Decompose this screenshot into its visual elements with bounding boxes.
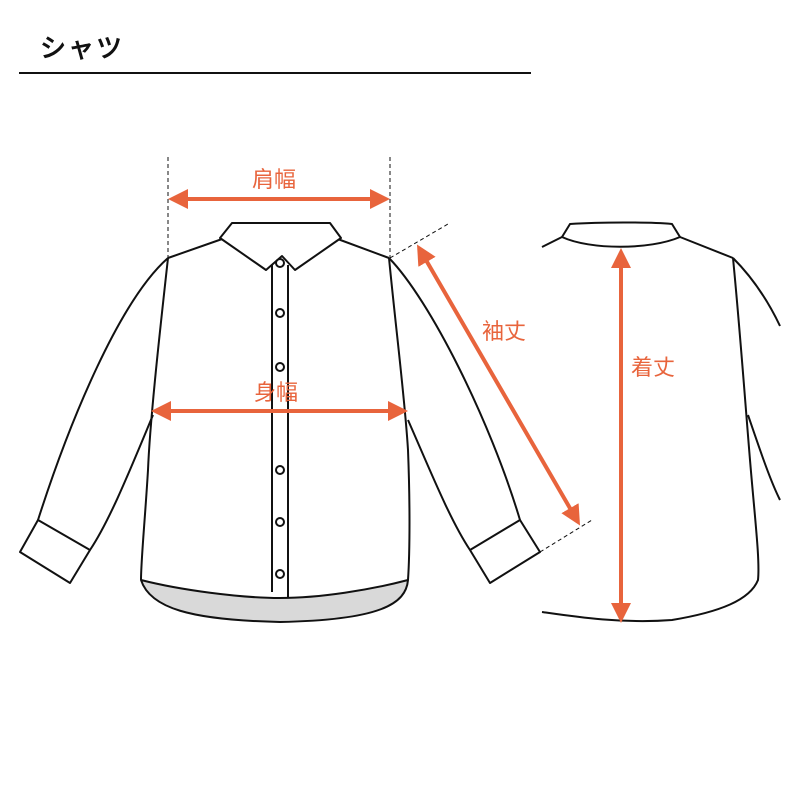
total-length-label: 着丈: [631, 356, 676, 381]
body-width-label: 身幅: [254, 381, 299, 406]
back-shirt: [541, 221, 781, 623]
sleeve-length-arrow: [416, 244, 581, 526]
front-shirt: [19, 222, 541, 623]
guide-lines: [167, 157, 593, 553]
shoulder-width-label: 肩幅: [252, 168, 297, 193]
page-title: シャツ: [40, 34, 125, 64]
sleeve-length-label: 袖丈: [482, 320, 527, 345]
title-underline: [19, 72, 531, 74]
measurement-arrows: [151, 189, 631, 623]
